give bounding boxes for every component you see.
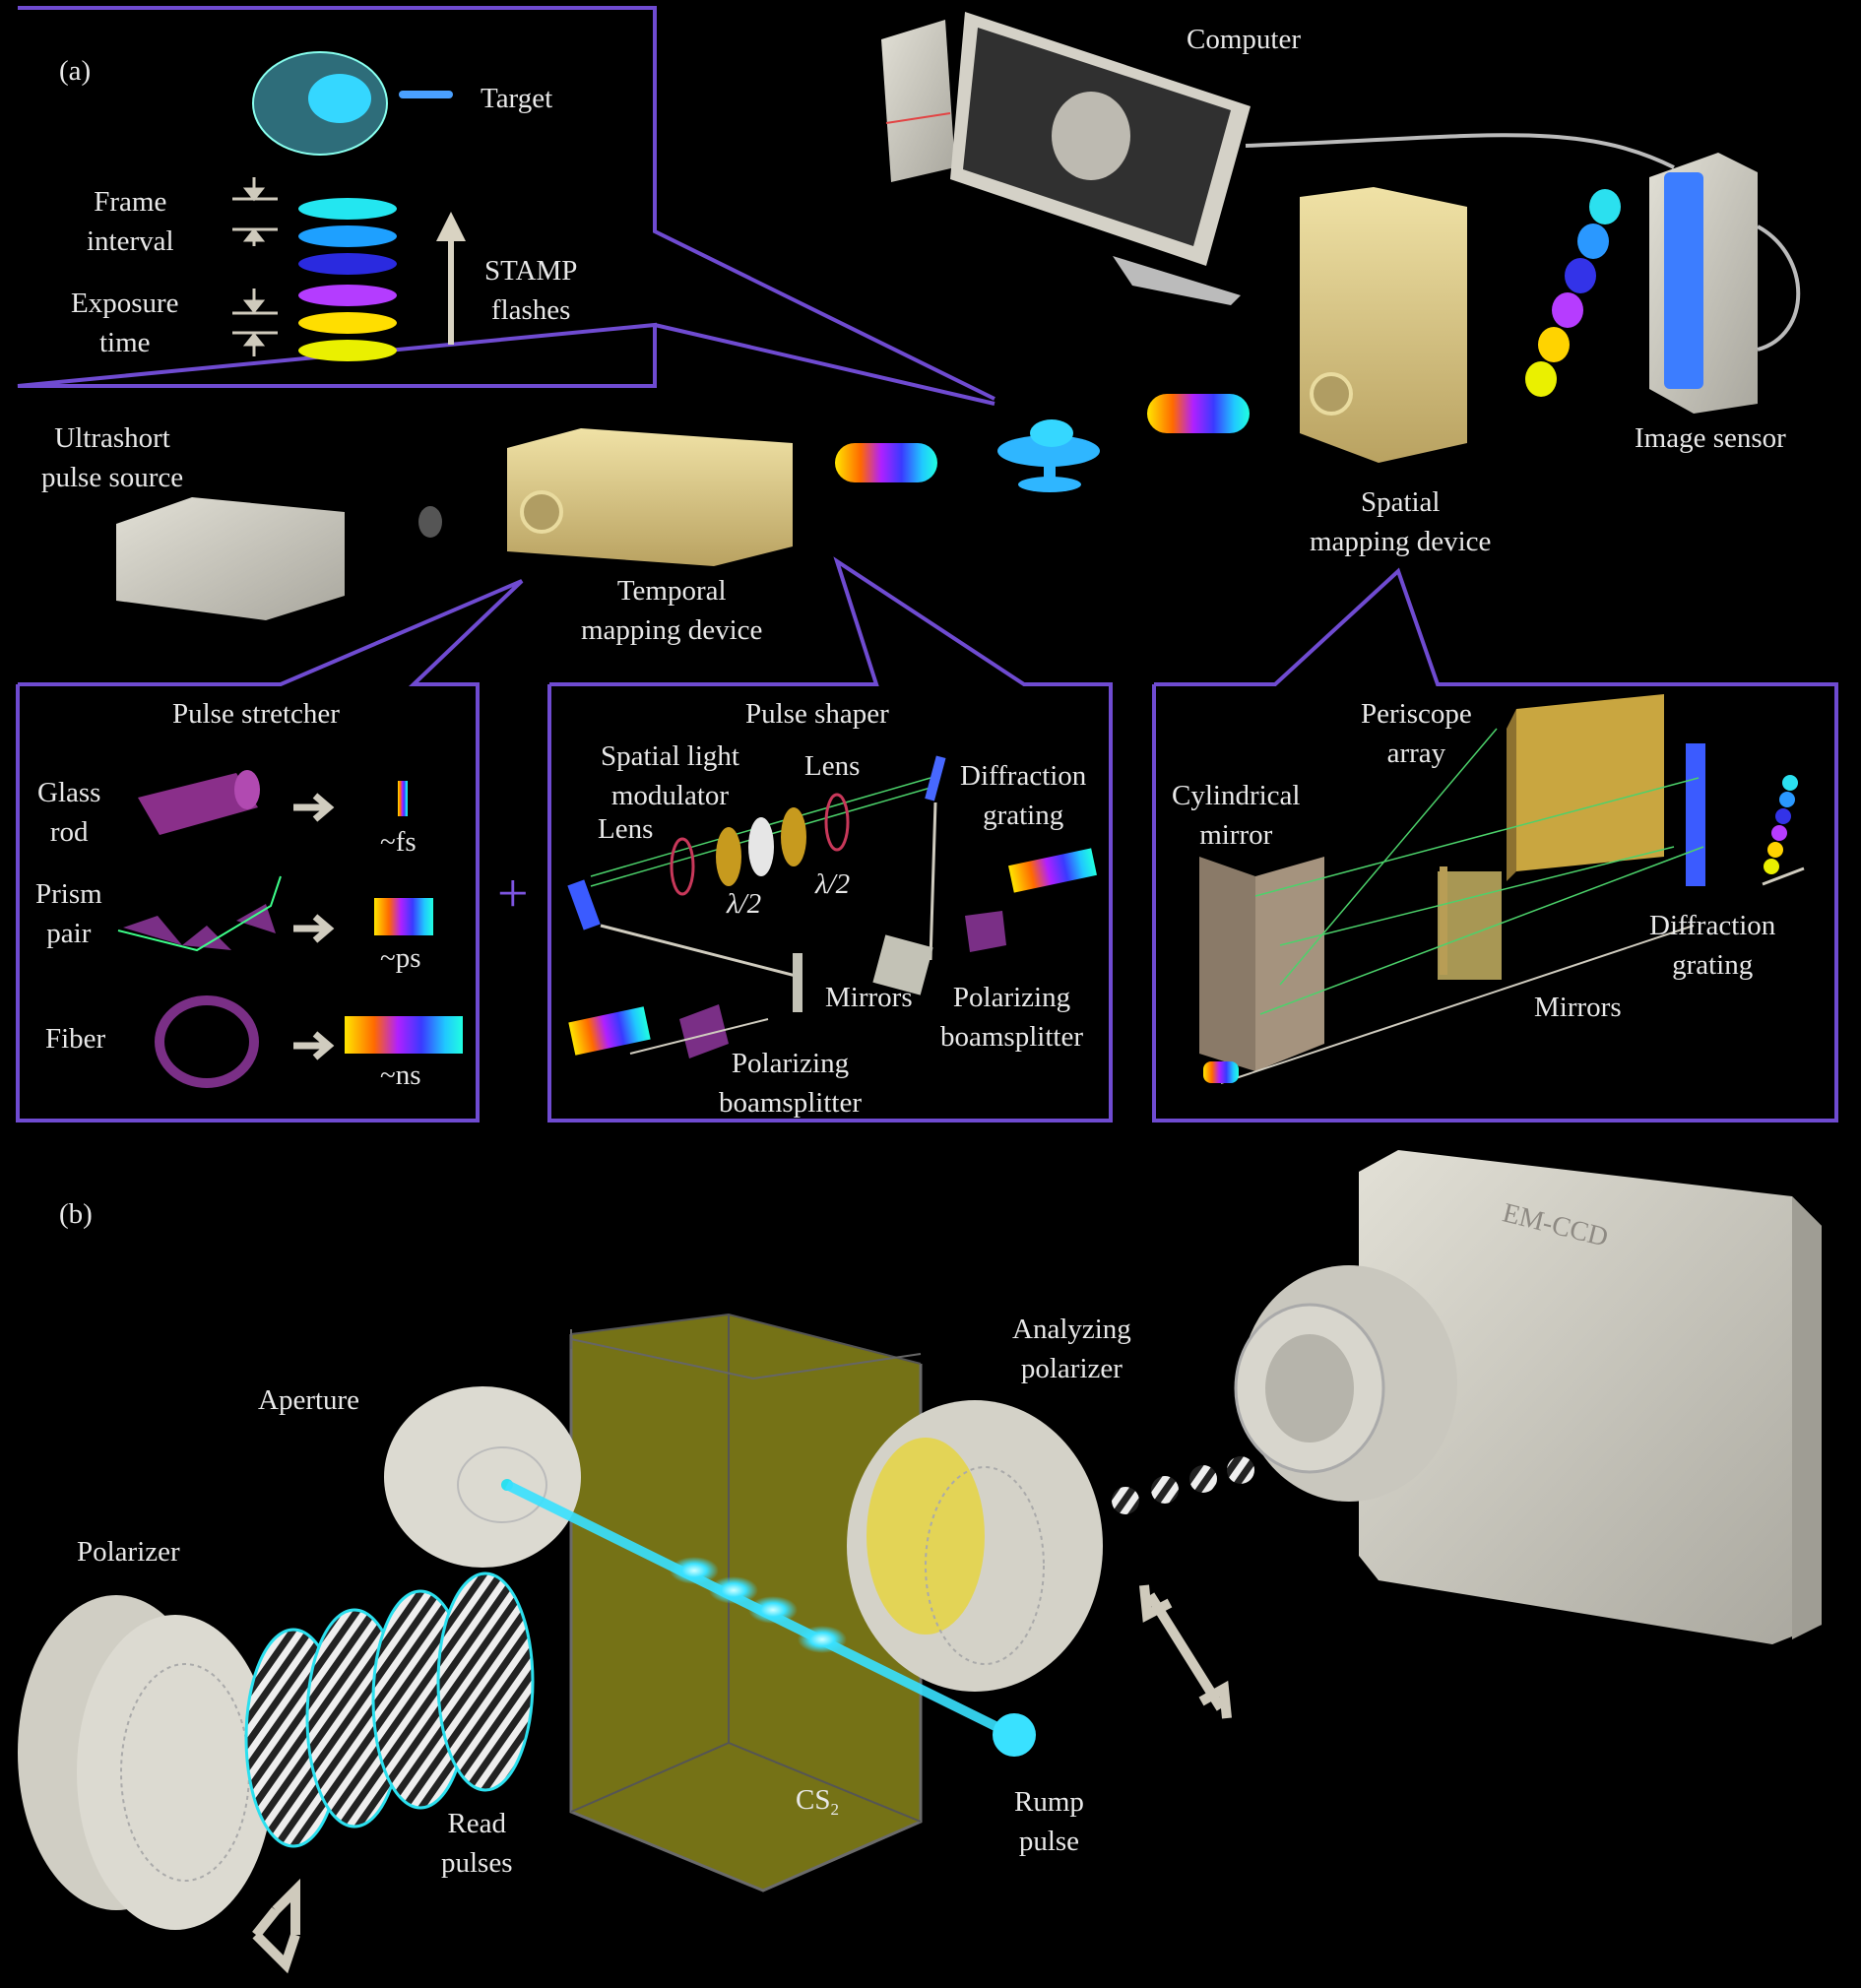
rotate-arrow-analyzer — [1139, 1584, 1232, 1719]
cs2-label: CS2 — [796, 1780, 839, 1829]
half-wave-1-label: λ/2 — [727, 888, 762, 920]
stamp-inset — [17, 6, 995, 406]
spatial-device-label: Spatial mapping device — [1310, 486, 1492, 557]
computer-label: Computer — [1187, 24, 1301, 55]
interval-markers — [232, 177, 278, 356]
polarizing-bs-right-label: Polarizing boamsplitter — [940, 982, 1083, 1053]
shaper-mirrors-label: Mirrors — [825, 982, 913, 1013]
fiber-label: Fiber — [45, 1023, 106, 1055]
glass-rod-label: Glass rod — [37, 777, 101, 848]
rotate-arrow-polarizer — [252, 1878, 300, 1974]
target-small — [997, 419, 1100, 492]
polarizer-label: Polarizer — [77, 1536, 180, 1568]
read-pulses — [244, 1571, 535, 1848]
shaper-grating-label: Diffraction grating — [960, 760, 1087, 831]
lens-left-label: Lens — [598, 813, 654, 845]
spatial-mirrors-label: Mirrors — [1534, 992, 1622, 1023]
cylindrical-mirror-label: Cylindrical mirror — [1172, 780, 1301, 851]
pulse-train-2 — [1147, 394, 1250, 433]
analyzing-polarizer — [847, 1400, 1103, 1692]
lens-right-label: Lens — [804, 750, 861, 782]
polarizer — [18, 1595, 274, 1930]
image-sensor-label: Image sensor — [1635, 422, 1786, 454]
analyzing-polarizer-label: Analyzing polarizer — [1012, 1314, 1131, 1384]
aperture — [384, 1386, 581, 1568]
temporal-mapping-device — [507, 428, 793, 566]
pulse-stretcher-art — [117, 770, 463, 1088]
plus-sign: + — [497, 864, 529, 925]
pulse-stretcher-title: Pulse stretcher — [172, 698, 340, 730]
frame-interval-label: Frame interval — [87, 186, 174, 257]
prism-pair-label: Prism pair — [35, 878, 102, 949]
pulse-train-1 — [835, 443, 937, 482]
stamp-flashes-label: STAMP flashes — [484, 255, 578, 326]
slm-label: Spatial light modulator — [601, 740, 739, 811]
exposure-time-label: Exposure time — [71, 288, 179, 358]
cs2-base: CS — [796, 1784, 831, 1816]
output-spots — [1112, 1456, 1254, 1514]
computer — [881, 12, 1675, 305]
ultrashort-source — [116, 497, 442, 620]
pulse-shaper-art — [567, 755, 1097, 1058]
spatial-mapping-device — [1300, 187, 1467, 463]
panel-a-tag: (a) — [59, 55, 92, 87]
output-frames — [1525, 189, 1621, 397]
image-sensor — [1649, 153, 1801, 414]
ps-label: ~ps — [380, 942, 421, 974]
ultrashort-source-label: Ultrashort pulse source — [41, 422, 184, 493]
spatial-inset-art — [1199, 694, 1805, 1084]
read-pulses-label: Read pulses — [441, 1808, 513, 1879]
aperture-label: Aperture — [258, 1384, 360, 1416]
pump-beam — [504, 1480, 1036, 1757]
cs2-subscript: 2 — [830, 1800, 839, 1819]
periscope-array-label: Periscope array — [1361, 698, 1472, 769]
rump-pulse-label: Rump pulse — [1014, 1786, 1084, 1857]
flash-stack — [298, 198, 397, 361]
target-object — [308, 74, 371, 123]
up-arrow — [436, 212, 466, 345]
half-wave-2-label: λ/2 — [815, 868, 851, 900]
emccd-camera — [1234, 1150, 1822, 1644]
ns-label: ~ns — [380, 1059, 421, 1091]
polarizing-bs-left-label: Polarizing boamsplitter — [719, 1048, 862, 1119]
spatial-grating-label: Diffraction grating — [1649, 910, 1776, 981]
target-label: Target — [481, 83, 553, 114]
temporal-device-label: Temporal mapping device — [581, 575, 763, 646]
fs-label: ~fs — [380, 826, 417, 858]
panel-b-tag: (b) — [59, 1198, 93, 1230]
pulse-shaper-title: Pulse shaper — [745, 698, 889, 730]
